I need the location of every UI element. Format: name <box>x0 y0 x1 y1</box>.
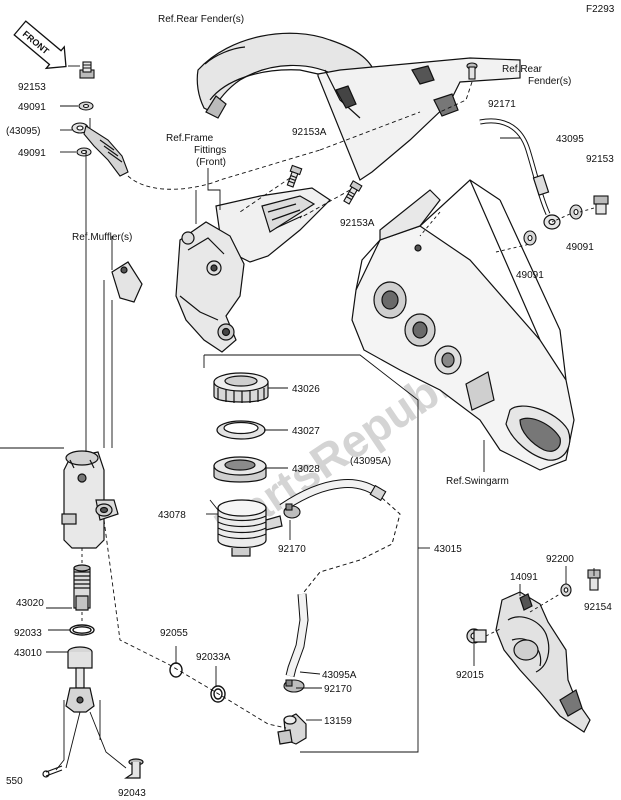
label-92015: 92015 <box>456 670 484 681</box>
label-ref-rear-fender-top: Ref.Rear Fender(s) <box>158 14 244 25</box>
bolt-92153A-upper[interactable] <box>285 164 303 188</box>
label-92170-upper: 92170 <box>278 544 306 555</box>
label-49091-left-bottom: 49091 <box>18 148 46 159</box>
washer-49091-left-bottom[interactable] <box>76 147 92 157</box>
washer-92200[interactable] <box>560 583 572 597</box>
label-43095-paren: (43095) <box>6 126 40 137</box>
reservoir-tank-43078[interactable] <box>217 499 283 557</box>
label-43095: 43095 <box>556 134 584 145</box>
washer-49091-right-a[interactable] <box>569 204 583 220</box>
label-43020: 43020 <box>16 598 44 609</box>
swingarm-part[interactable] <box>351 179 575 471</box>
label-49091-right-a: 49091 <box>566 242 594 253</box>
label-ref-rear-fender-right-2: Fender(s) <box>528 76 571 87</box>
label-92153-left: 92153 <box>18 82 46 93</box>
hose-end-43095A-paren[interactable] <box>369 484 387 502</box>
washer-49091-right-b[interactable] <box>523 230 537 246</box>
label-92043: 92043 <box>118 788 146 799</box>
collar-92015[interactable] <box>466 628 487 644</box>
label-ref-frame-3: (Front) <box>196 157 226 168</box>
label-92153-right: 92153 <box>586 154 614 165</box>
guard-14091[interactable] <box>495 591 591 733</box>
label-92153A-upper: 92153A <box>292 127 327 138</box>
label-43027: 43027 <box>292 426 320 437</box>
banjo-43095-left[interactable] <box>71 122 129 177</box>
label-ref-frame-1: Ref.Frame <box>166 133 214 144</box>
label-49091-right-b: 49091 <box>516 270 544 281</box>
label-43095A-paren: (43095A) <box>350 456 391 467</box>
frame-fitting-bracket[interactable] <box>175 187 331 353</box>
label-43015: 43015 <box>434 544 462 555</box>
front-arrow-icon: FRONT <box>13 20 67 70</box>
label-43078: 43078 <box>158 510 186 521</box>
oring-92055[interactable] <box>169 662 183 678</box>
label-92055: 92055 <box>160 628 188 639</box>
cotter-pin-550[interactable] <box>42 765 63 778</box>
label-ref-rear-fender-right-1: Ref.Rear <box>502 64 543 75</box>
bolt-92153-right[interactable] <box>593 195 609 215</box>
label-ref-swingarm: Ref.Swingarm <box>446 476 509 487</box>
label-550: 550 <box>6 776 23 787</box>
label-43028: 43028 <box>292 464 320 475</box>
leader-lines <box>0 65 595 771</box>
label-92153A-lower: 92153A <box>340 218 375 229</box>
brake-hose-43095[interactable] <box>479 118 561 230</box>
piston-43020[interactable] <box>73 564 91 611</box>
hose-clamp-92170-upper[interactable] <box>283 503 301 519</box>
label-ref-muffler: Ref.Muffler(s) <box>72 232 132 243</box>
label-43026: 43026 <box>292 384 320 395</box>
push-rod-43010[interactable] <box>65 646 95 713</box>
master-cylinder-43015[interactable] <box>61 450 119 549</box>
label-92171: 92171 <box>488 99 516 110</box>
diaphragm-plate-43027[interactable] <box>216 420 266 440</box>
fitting-13159[interactable] <box>277 713 307 745</box>
label-92170-lower: 92170 <box>324 684 352 695</box>
rear-fender-part[interactable] <box>196 32 521 181</box>
bolt-92153-left[interactable] <box>79 61 95 79</box>
label-92200: 92200 <box>546 554 574 565</box>
part-labels: Ref.Rear Fender(s) Ref.Rear Fender(s) Re… <box>6 14 614 799</box>
muffler-bracket-part[interactable] <box>111 261 143 303</box>
pin-92043[interactable] <box>124 758 144 779</box>
label-92033A: 92033A <box>196 652 231 663</box>
label-ref-frame-2: Fittings <box>194 145 226 156</box>
label-49091-left-top: 49091 <box>18 102 46 113</box>
label-13159: 13159 <box>324 716 352 727</box>
label-43095A: 43095A <box>322 670 357 681</box>
label-43010: 43010 <box>14 648 42 659</box>
circlip-92033A[interactable] <box>210 685 226 703</box>
diagram-code: F2293 <box>586 4 615 15</box>
circlip-92033[interactable] <box>69 624 95 636</box>
washer-49091-left-top[interactable] <box>78 101 94 111</box>
label-92154: 92154 <box>584 602 612 613</box>
bolt-92153A-lower[interactable] <box>342 180 363 205</box>
hose-43095A[interactable] <box>279 479 401 678</box>
label-92033: 92033 <box>14 628 42 639</box>
hose-clamp-92170-lower[interactable] <box>283 679 305 693</box>
label-14091: 14091 <box>510 572 538 583</box>
diaphragm-43028[interactable] <box>213 456 267 483</box>
bolt-92171[interactable] <box>466 62 478 80</box>
reservoir-cap-43026[interactable] <box>213 372 269 403</box>
